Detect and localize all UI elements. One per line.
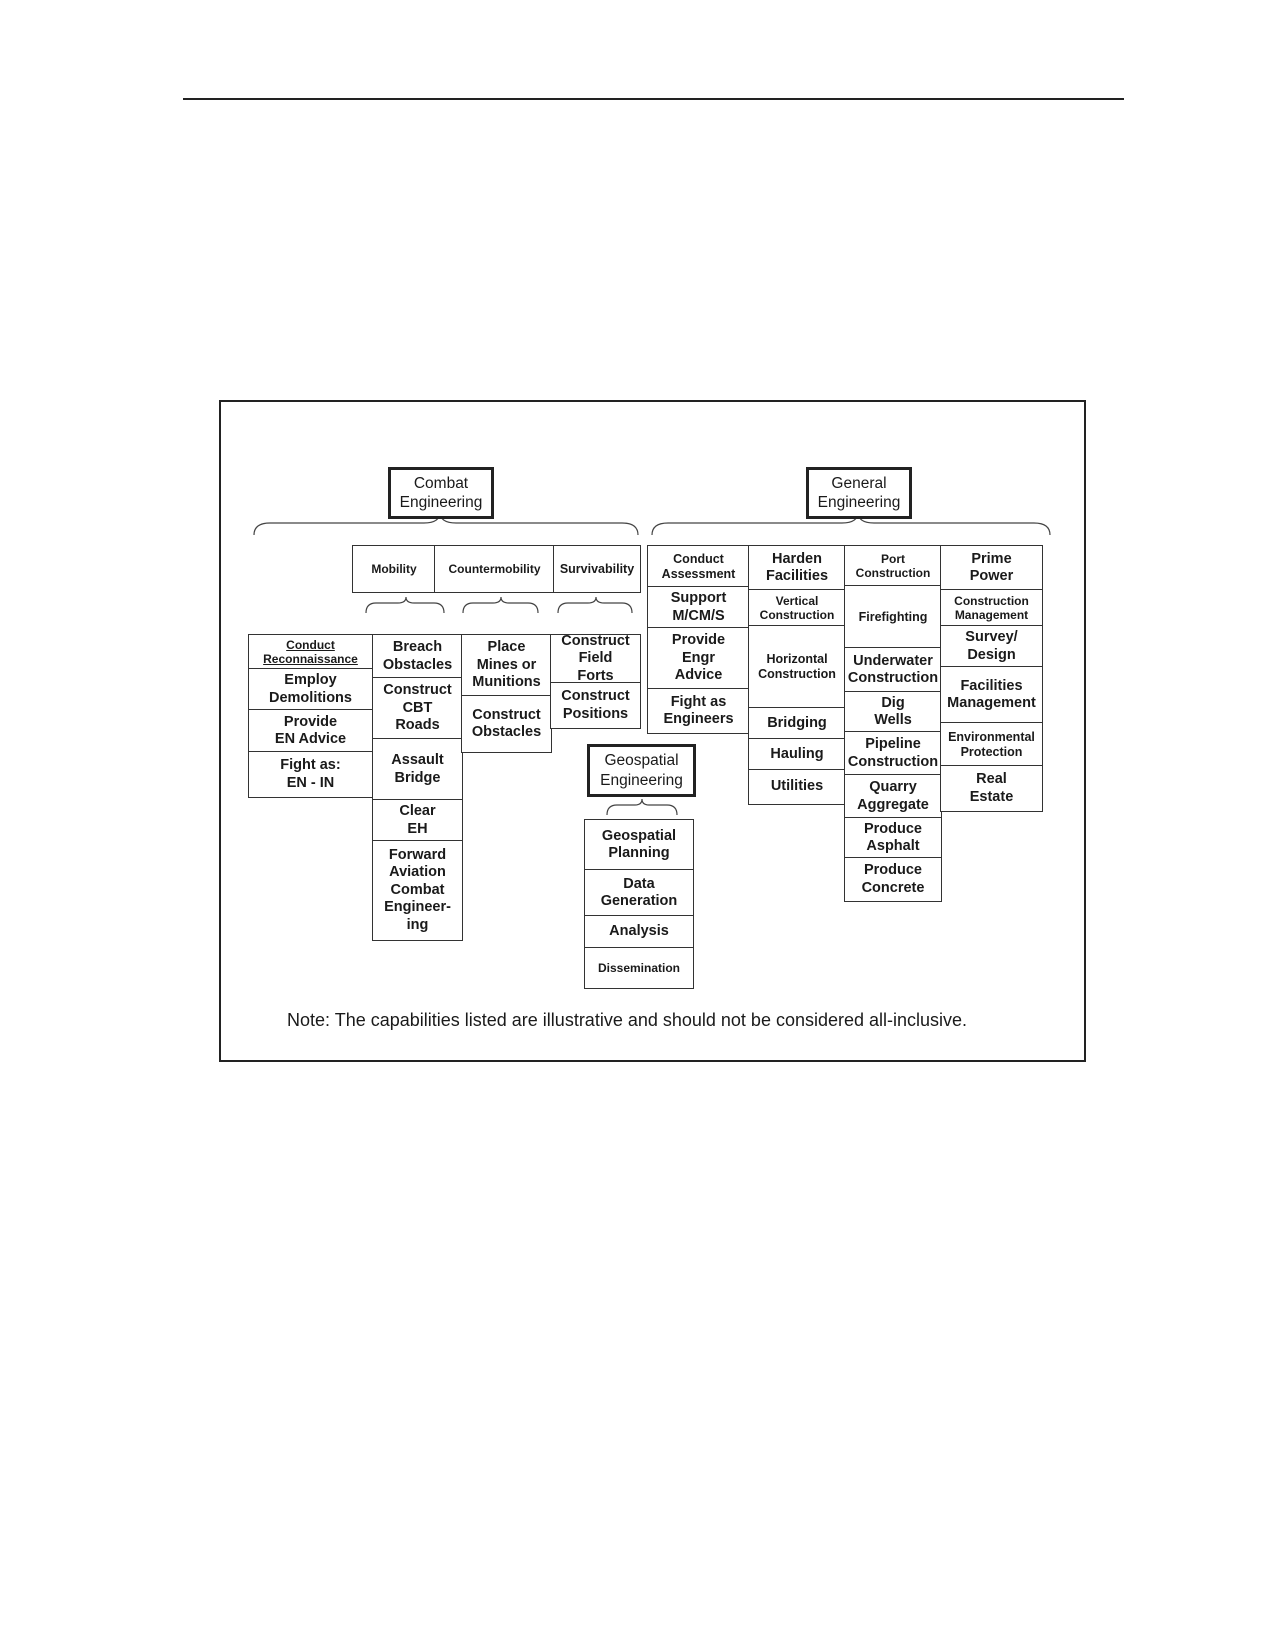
real-estate: Real Estate [940, 765, 1043, 812]
prime-power: Prime Power [940, 545, 1043, 591]
employ-demolitions: Employ Demolitions [248, 668, 373, 711]
survey-design: Survey/ Design [940, 625, 1043, 668]
breach-obstacles: Breach Obstacles [372, 634, 463, 679]
quarry-aggregate: Quarry Aggregate [844, 774, 942, 819]
construct-field-forts: Construct Field Forts [550, 633, 641, 684]
fight-as-engineers: Fight as Engineers [647, 688, 750, 734]
harden-facilities: Harden Facilities [748, 545, 846, 591]
geospatial-engineering-head: Geospatial Engineering [587, 744, 696, 797]
port-construction: Port Construction [844, 545, 942, 587]
produce-concrete: Produce Concrete [844, 857, 942, 902]
figure-frame [219, 400, 1086, 1062]
geospatial-planning: Geospatial Planning [584, 819, 694, 871]
bridging: Bridging [748, 707, 846, 740]
construct-positions: Construct Positions [550, 682, 641, 729]
conduct-reconnaissance: Conduct Reconnaissance [248, 634, 373, 670]
construction-management: Construction Management [940, 589, 1043, 627]
facilities-management: Facilities Management [940, 666, 1043, 724]
data-generation: Data Generation [584, 869, 694, 917]
construct-cbt-roads: Construct CBT Roads [372, 677, 463, 740]
assault-bridge: Assault Bridge [372, 738, 463, 801]
support-m-cm-s: Support M/CM/S [647, 586, 750, 629]
combat-engineering-head: Combat Engineering [388, 467, 494, 519]
analysis: Analysis [584, 915, 694, 949]
figure-note: Note: The capabilities listed are illust… [287, 1010, 968, 1030]
clear-eh: Clear EH [372, 799, 463, 842]
construct-obstacles: Construct Obstacles [461, 695, 552, 753]
category-countermobility: Countermobility [434, 545, 555, 593]
provide-en-advice: Provide EN Advice [248, 709, 373, 753]
geospatial-brace [606, 798, 678, 816]
underwater-construction: Underwater Construction [844, 647, 942, 693]
utilities: Utilities [748, 769, 846, 805]
provide-engr-advice: Provide Engr Advice [647, 627, 750, 690]
countermobility-brace [462, 596, 539, 614]
dig-wells: Dig Wells [844, 691, 942, 733]
dissemination: Dissemination [584, 947, 694, 989]
survivability-brace [557, 596, 633, 614]
fight-as-en-in: Fight as: EN - IN [248, 751, 373, 798]
conduct-assessment: Conduct Assessment [647, 545, 750, 588]
pipeline-construction: Pipeline Construction [844, 731, 942, 776]
general-engineering-head: General Engineering [806, 467, 912, 519]
header-rule [183, 98, 1124, 100]
horizontal-construction: Horizontal Construction [748, 625, 846, 709]
mobility-brace [365, 596, 445, 614]
firefighting: Firefighting [844, 585, 942, 649]
place-mines-or-munitions: Place Mines or Munitions [461, 634, 552, 697]
category-mobility: Mobility [352, 545, 436, 593]
vertical-construction: Vertical Construction [748, 589, 846, 627]
hauling: Hauling [748, 738, 846, 771]
forward-aviation-combat-engineering: Forward Aviation Combat Engineer- ing [372, 840, 463, 941]
environmental-protection: Environmental Protection [940, 722, 1043, 767]
category-survivability: Survivability [553, 545, 641, 593]
produce-asphalt: Produce Asphalt [844, 817, 942, 859]
